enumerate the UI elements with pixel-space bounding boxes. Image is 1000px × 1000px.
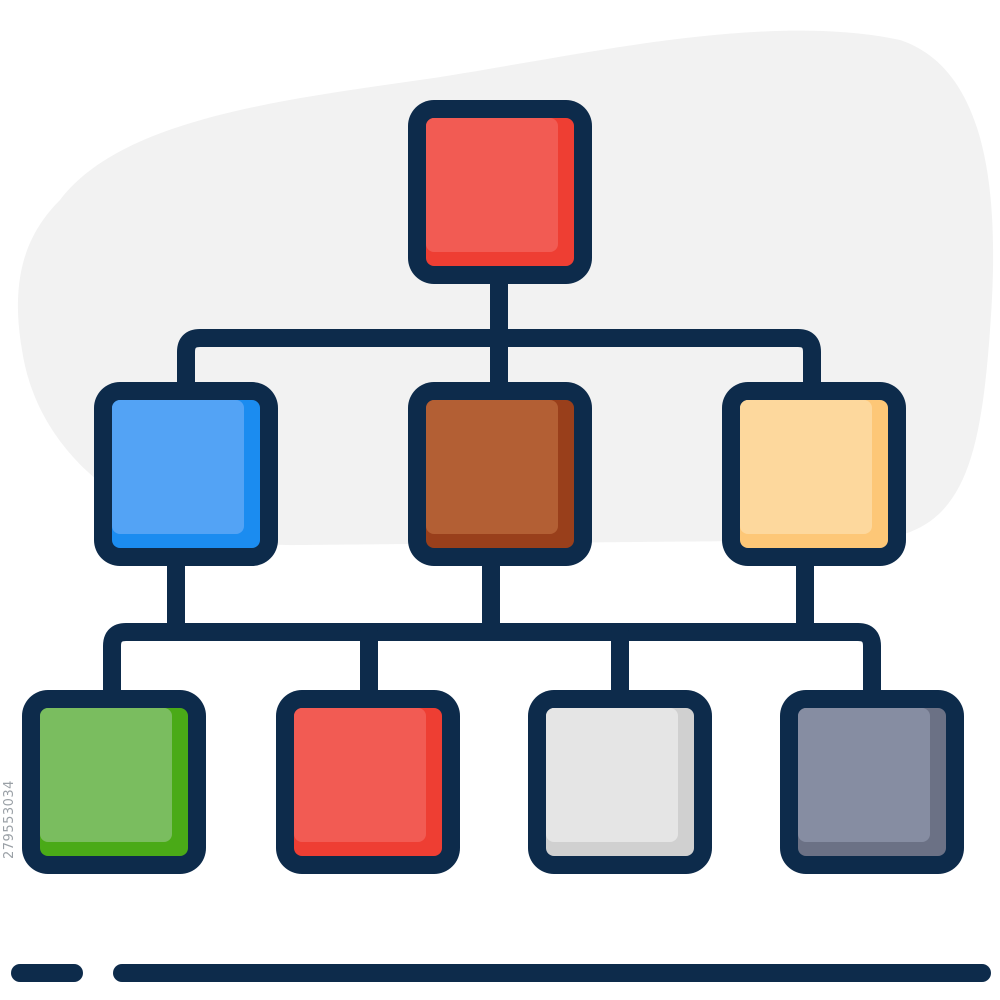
node-l3-a [22, 690, 206, 874]
node-fill [112, 400, 244, 534]
node-fill [546, 708, 678, 842]
node-fill [40, 708, 172, 842]
node-l2-a [94, 382, 278, 566]
node-fill [426, 400, 558, 534]
node-root [408, 100, 592, 284]
node-fill [426, 118, 558, 252]
connector-level2-bus [177, 329, 821, 404]
node-l2-c [722, 382, 906, 566]
node-fill [798, 708, 930, 842]
connector-level3-bus [103, 623, 881, 714]
node-l3-b [276, 690, 460, 874]
connector-lines [103, 273, 881, 714]
node-l3-d [780, 690, 964, 874]
node-fill [294, 708, 426, 842]
node-l3-c [528, 690, 712, 874]
stock-id-watermark: 279553034 [2, 780, 17, 860]
node-l2-b [408, 382, 592, 566]
node-fill [740, 400, 872, 534]
